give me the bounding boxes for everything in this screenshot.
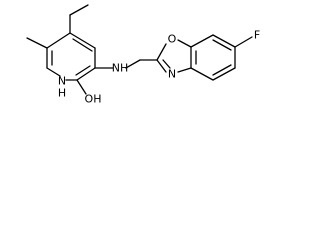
methyl-bond (26, 37, 48, 49)
oxazole-ring (156, 39, 192, 73)
atom-label-fluorine: F (254, 29, 260, 42)
bond-c3a-n (177, 67, 192, 73)
bond-n-c2-inner (162, 59, 171, 69)
bond-c6-f (234, 36, 253, 48)
bond-c7a-c7 (190, 34, 214, 48)
bond-c5-c4-benz-inner (212, 64, 232, 76)
bond-c7-c6 (212, 34, 236, 48)
bond-c5-c4-inner (72, 38, 93, 52)
atom-label-pyridine-h: H (58, 87, 66, 100)
bond-c4-c3a (190, 67, 214, 81)
atom-label-amine: NH (112, 62, 129, 75)
bond-c3-c2-inner (75, 65, 91, 76)
bond-c2-oh (76, 79, 87, 95)
bond-c5-c4-benz (212, 67, 236, 81)
bond-o-c7a (177, 39, 192, 48)
bond-c7-c6-inner (212, 39, 232, 51)
bond-c3-c2 (76, 67, 96, 81)
ethyl-group (69, 4, 89, 34)
atom-label-oxazole-oxygen: O (168, 33, 177, 46)
bond-nh-ch2 (125, 59, 141, 69)
bond-ethyl-2 (69, 4, 89, 16)
bond-n-c2 (156, 59, 167, 73)
benzene-ring (190, 34, 236, 81)
structure-diagram: N H OH NH O N F (0, 0, 286, 127)
bond-c2-o (156, 43, 167, 61)
pyridine-ring (46, 32, 96, 81)
bond-c6-c5b (46, 32, 71, 49)
molecule-svg: N H OH NH O N F (26, 4, 260, 106)
atom-label-pyridine-n: N (58, 75, 66, 88)
bond-c5-c4 (69, 32, 96, 49)
atom-label-hydroxyl: OH (85, 93, 102, 106)
atom-label-oxazole-nitrogen: N (168, 68, 176, 81)
bond-n1-c6 (46, 67, 61, 77)
